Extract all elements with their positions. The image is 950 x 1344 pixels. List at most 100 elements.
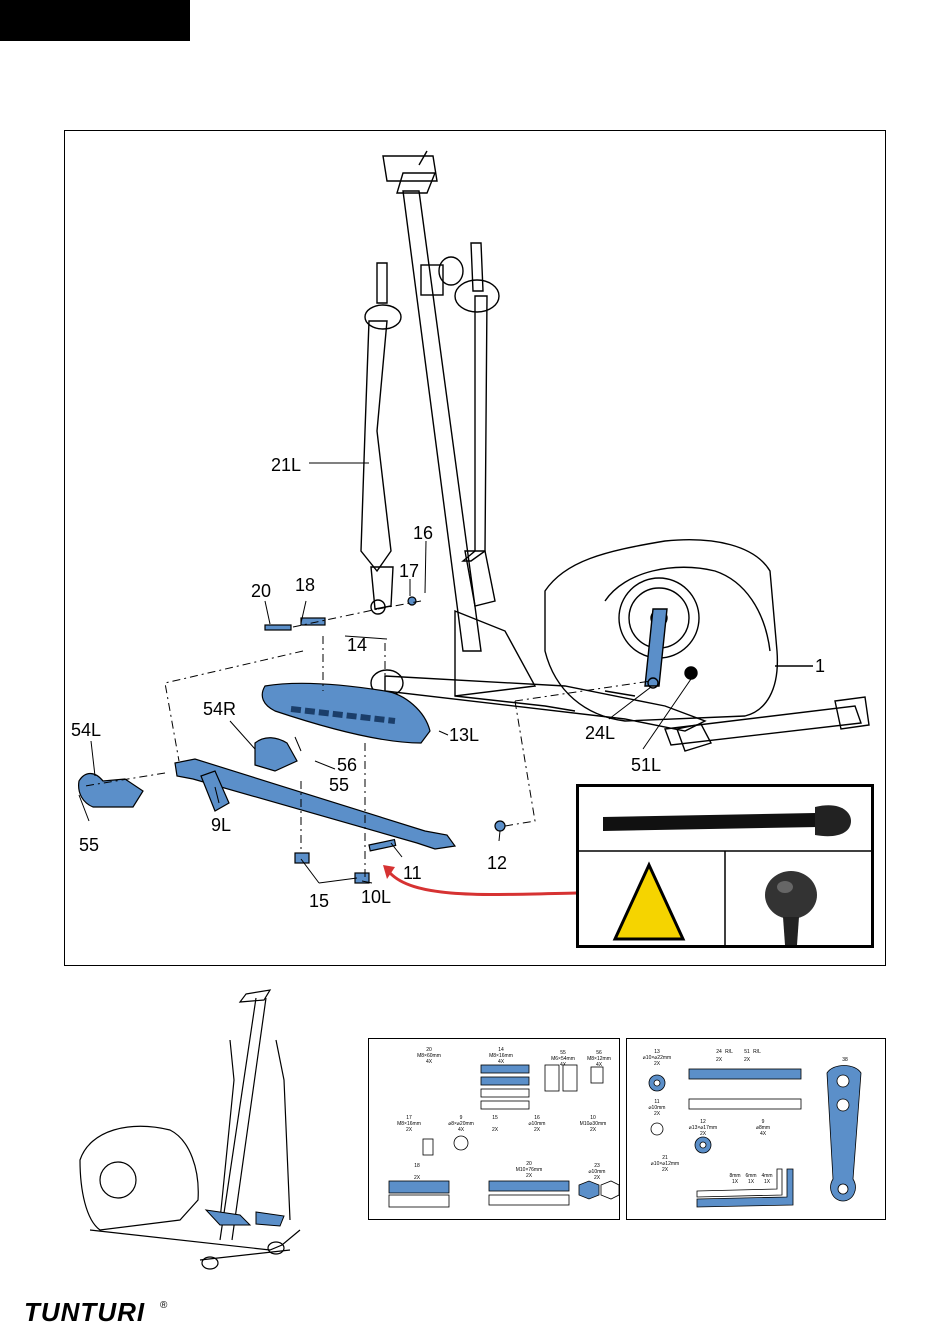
hardware-right-art: 13 ⌀10×⌀22mm 2X 24 R/L 2X 51 R/L 2X 11 ⌀…: [643, 1049, 862, 1208]
bolt-head-photo: [765, 871, 817, 945]
hardware-left-art: 20 M8×60mm 4X 14 M8×16mm 4X 55 M6×54mm 4…: [388, 1047, 620, 1208]
hw-left-qty-0: 4X: [426, 1059, 433, 1065]
label-12: 12: [487, 853, 507, 873]
hw-right-num-1: 24: [716, 1049, 722, 1055]
label-14: 14: [347, 635, 367, 655]
label-21L: 21L: [271, 455, 301, 475]
hw-right-qty-4: 2X: [700, 1131, 707, 1137]
tool-size-2: 4mm: [761, 1173, 772, 1179]
hw-left-spec-4: M8×16mm: [397, 1121, 421, 1127]
flywheel-housing: [544, 539, 779, 722]
hw-right-num-5: 9: [762, 1119, 765, 1125]
hw-right-spec-1: R/L: [725, 1049, 733, 1055]
pedal-13L: [261, 682, 431, 744]
step-tab: [0, 0, 190, 41]
hw-right-num-6: 21: [662, 1155, 668, 1161]
label-54R: 54R: [203, 699, 236, 719]
hw-right-spec-6: ⌀10×⌀12mm: [651, 1161, 679, 1167]
label-1: 1: [815, 656, 825, 676]
hw-left-spec-7: ⌀10mm: [529, 1121, 546, 1127]
leader-lines: [78, 462, 692, 884]
label-24L: 24L: [585, 723, 615, 743]
hw-left-num-9: 18: [414, 1163, 420, 1169]
nut-15: [294, 852, 310, 864]
exploded-diagram-frame: 21L 16 17 18 20 14 1 54R 54L 13L 24L 56 …: [64, 130, 886, 966]
hw-left-qty-4: 2X: [406, 1127, 413, 1133]
highlighted-parts: [78, 596, 506, 884]
hw-left-spec-1: M8×16mm: [489, 1053, 513, 1059]
label-51L: 51L: [631, 755, 661, 775]
red-arrow: [388, 871, 578, 896]
washer-17: [407, 596, 417, 606]
hw-left-num-4: 17: [406, 1115, 412, 1121]
pedal-bracket-54R: [254, 737, 298, 772]
bolt-photo-head: [815, 805, 851, 837]
tool-qty-0: 1X: [732, 1179, 739, 1185]
label-54L: 54L: [71, 720, 101, 740]
hw-left-qty-10: 2X: [526, 1173, 533, 1179]
frame-drawing: [360, 150, 870, 752]
hw-left-num-3: 56: [596, 1050, 602, 1056]
label-11: 11: [403, 863, 422, 883]
label-18: 18: [295, 575, 315, 595]
bolt-20: [264, 624, 292, 631]
hw-left-num-2: 55: [560, 1050, 566, 1056]
tool-size-1: 6mm: [745, 1173, 756, 1179]
tool-qty-2: 1X: [764, 1179, 771, 1185]
bolt-11: [368, 838, 397, 852]
hw-left-qty-7: 2X: [534, 1127, 541, 1133]
hw-left-spec-11: ⌀10mm: [589, 1169, 606, 1175]
hw-left-spec-5: ⌀8×⌀20mm: [448, 1121, 474, 1127]
hw-left-qty-5: 4X: [458, 1127, 465, 1133]
bolt-photo-shaft: [603, 813, 819, 831]
hw-left-qty-9: 2X: [414, 1175, 421, 1181]
label-9L: 9L: [211, 815, 231, 835]
hw-right-spec-4: ⌀13×⌀17mm: [689, 1125, 717, 1131]
hw-left-qty-3: 4X: [596, 1062, 603, 1068]
label-16: 16: [413, 523, 433, 543]
pedal-cover-54L: [78, 772, 144, 808]
hw-left-spec-2: M6×54mm: [551, 1056, 575, 1062]
hw-left-spec-0: M8×60mm: [417, 1053, 441, 1059]
hw-left-num-0: 20: [426, 1047, 432, 1053]
label-20: 20: [251, 581, 271, 601]
hw-left-qty-1: 4X: [498, 1059, 505, 1065]
hw-right-qty-3: 2X: [654, 1111, 661, 1117]
hw-right-num-2: 51: [744, 1049, 750, 1055]
tool-size-0: 8mm: [729, 1173, 740, 1179]
exploded-diagram: 21L 16 17 18 20 14 1 54R 54L 13L 24L 56 …: [71, 150, 870, 911]
hw-right-qty-6: 2X: [662, 1167, 669, 1173]
hw-left-num-7: 16: [534, 1115, 540, 1121]
hw-left-num-5: 9: [460, 1115, 463, 1121]
label-15: 15: [309, 891, 329, 911]
label-13L: 13L: [449, 725, 479, 745]
label-56: 56: [337, 755, 357, 775]
red-arrow-head: [383, 865, 395, 879]
tunturi-logo: TUNTURI: [24, 1297, 146, 1327]
bolt-18: [300, 617, 326, 626]
hw-left-spec-10: M10×76mm: [516, 1167, 543, 1173]
hw-right-num-3: 11: [654, 1099, 659, 1105]
bolt-callout-art: [579, 787, 871, 945]
hw-left-qty-8: 2X: [590, 1127, 597, 1133]
hw-left-qty-6: 2X: [492, 1127, 499, 1133]
hw-right-spec-3: ⌀10mm: [649, 1105, 666, 1111]
hw-right-spec-2: R/L: [753, 1049, 761, 1055]
hw-right-qty-0: 2X: [654, 1061, 661, 1067]
hw-right-spec-0: ⌀10×⌀22mm: [643, 1055, 671, 1061]
hw-left-qty-11: 2X: [594, 1175, 601, 1181]
post-base: [454, 609, 537, 697]
hw-right-qty-2: 2X: [744, 1057, 751, 1063]
label-55-b: 55: [79, 835, 99, 855]
hw-left-num-6: 15: [492, 1115, 498, 1121]
main-post: [402, 190, 482, 652]
console-plate: [382, 155, 438, 182]
alignment-lines: [84, 600, 652, 881]
hw-left-spec-3: M8×12mm: [587, 1056, 611, 1062]
registered-trademark: ®: [160, 1300, 168, 1311]
handlebar-21L-tube: [360, 320, 392, 573]
hw-left-spec-8: M10⌀30mm: [580, 1121, 607, 1127]
pedal-arm-9L: [174, 758, 457, 850]
hw-right-qty-5: 4X: [760, 1131, 767, 1137]
washer-12: [494, 820, 506, 832]
